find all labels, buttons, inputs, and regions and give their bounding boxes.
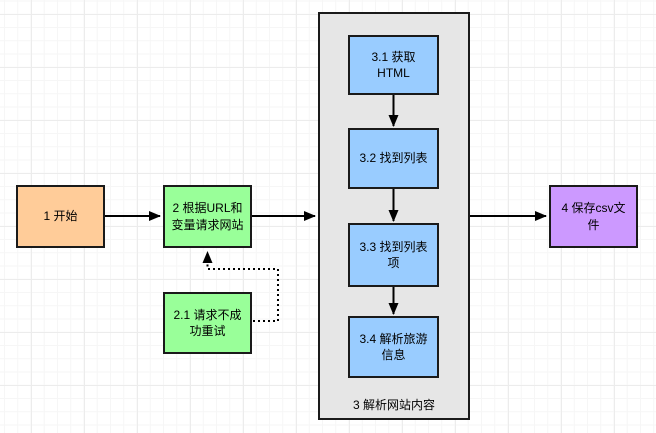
node-find-list: 3.2 找到列表 bbox=[348, 128, 439, 189]
node-retry-on-failure-label: 2.1 请求不成 功重试 bbox=[173, 307, 242, 338]
node-parse-travel-info: 3.4 解析旅游 信息 bbox=[348, 316, 439, 378]
node-get-html-label: 3.1 获取 HTML bbox=[371, 49, 416, 80]
node-parse-travel-info-label: 3.4 解析旅游 信息 bbox=[359, 331, 428, 362]
node-find-list-items-label: 3.3 找到列表 项 bbox=[359, 239, 428, 270]
node-find-list-label: 3.2 找到列表 bbox=[359, 151, 428, 166]
node-save-csv: 4 保存csv文 件 bbox=[549, 185, 638, 248]
node-save-csv-label: 4 保存csv文 件 bbox=[561, 201, 626, 232]
node-start: 1 开始 bbox=[16, 185, 105, 248]
node-request-website-label: 2 根据URL和 变量请求网站 bbox=[171, 201, 244, 232]
node-parse-website-container-label: 3 解析网站内容 bbox=[352, 398, 435, 412]
node-retry-on-failure: 2.1 请求不成 功重试 bbox=[163, 292, 252, 354]
node-start-label: 1 开始 bbox=[43, 209, 78, 224]
edge-retry-to-request-dotted bbox=[202, 251, 279, 322]
node-find-list-items: 3.3 找到列表 项 bbox=[348, 223, 439, 287]
node-get-html: 3.1 获取 HTML bbox=[348, 35, 439, 95]
node-request-website: 2 根据URL和 变量请求网站 bbox=[163, 185, 252, 248]
